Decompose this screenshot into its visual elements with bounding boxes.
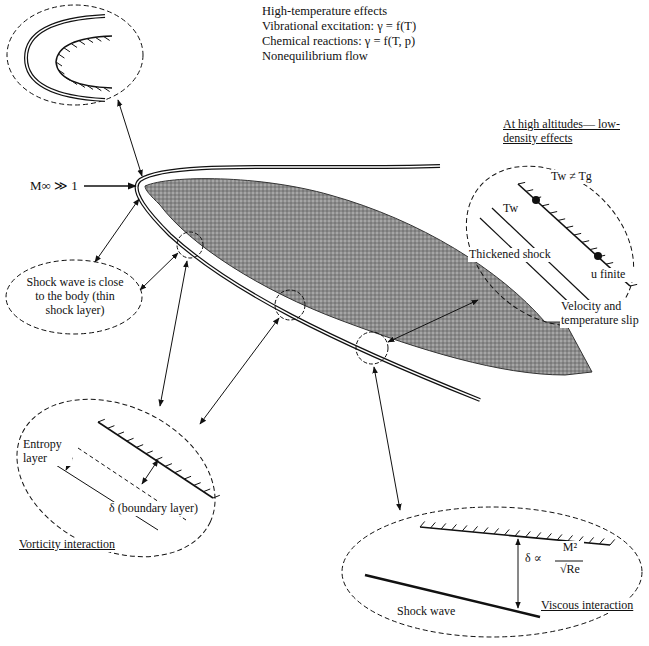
region-circle — [356, 332, 388, 364]
vehicle-body — [145, 179, 592, 375]
callout-text: At high altitudes— low-density effects — [502, 118, 626, 146]
callout-text: Thickened shock — [468, 248, 560, 262]
callout-text: M² — [556, 541, 584, 555]
effect-note: Nonequilibrium flow — [262, 49, 462, 64]
callout-text: Entropy layer — [22, 438, 72, 466]
shock-arc — [26, 16, 105, 100]
callout-text: δ ∝ — [524, 552, 552, 566]
callout-text: √Re — [554, 563, 586, 577]
callout-text: Velocity and temperature slip — [560, 300, 648, 328]
callout-text: Shock wave — [396, 605, 468, 619]
region-circle — [177, 232, 203, 258]
body-arc — [56, 36, 112, 88]
effect-note: Vibrational excitation: γ = f(T) — [262, 19, 502, 34]
leader-arrows — [84, 100, 478, 510]
callout-text: Tw — [502, 202, 528, 216]
region-circle — [275, 290, 305, 320]
callout-ellipse: δ ∝ M² √ReShock wave Viscous interaction — [340, 505, 644, 641]
callout-text: δ (boundary layer) — [108, 502, 210, 516]
mach-label: M∞ ≫ 1 — [30, 178, 82, 194]
effect-note: High-temperature effects — [262, 4, 462, 19]
callout-ellipse: Shock wave is close to the body (thin sh… — [4, 258, 144, 336]
nose-callout — [7, 5, 143, 105]
ellipse-outline — [340, 505, 644, 641]
callout-ellipse: Entropy layer δ (boundary layer) Vorticity… — [8, 398, 224, 563]
callout-text: Vorticity interaction — [18, 538, 140, 552]
callout-text: Viscous interaction — [540, 599, 642, 613]
callout-text: u finite — [590, 268, 644, 282]
callout-ellipse: At high altitudes— low-density effectsTw… — [440, 118, 646, 336]
callout-text: Tw ≠ Tg — [550, 170, 622, 184]
callout-text: Shock wave is close to the body (thin sh… — [22, 276, 128, 317]
effect-note: Chemical reactions: γ = f(T, p) — [262, 34, 502, 49]
shock-wave — [137, 166, 480, 400]
